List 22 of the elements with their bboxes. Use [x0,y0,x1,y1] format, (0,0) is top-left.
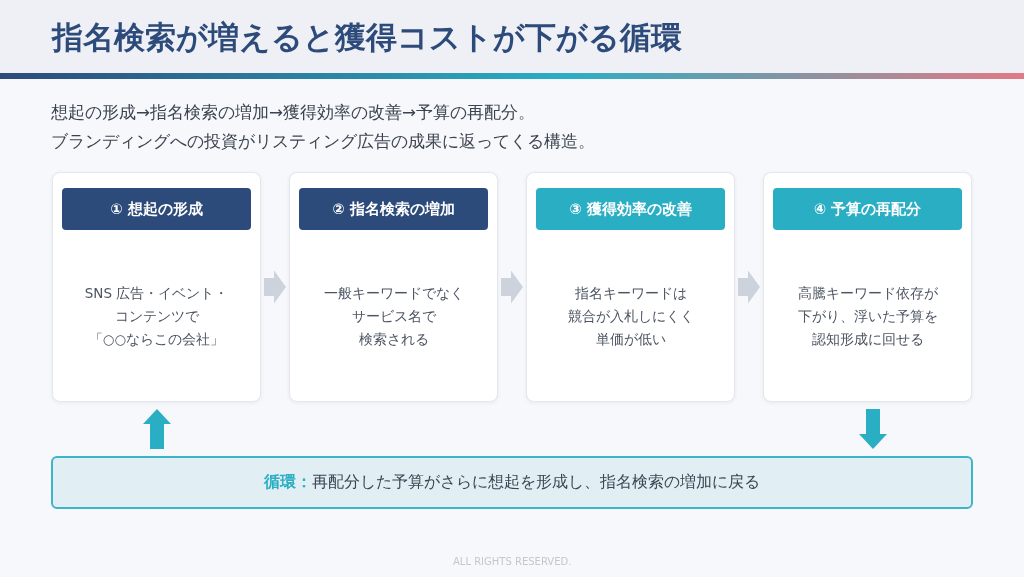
arrow [143,409,171,449]
cycle-note: 循環：再配分した予算がさらに想起を形成し、指名検索の増加に戻る [264,472,760,493]
step-description: SNS 広告・イベント・コンテンツで「○○ならこの会社」 [84,283,229,349]
intro-text: 想起の形成→指名検索の増加→獲得効率の改善→予算の再配分。 [51,101,536,124]
step-title-bar: ① 想起の形成 [62,188,251,230]
step-card [526,172,735,402]
page-title: 指名検索が増えると獲得コストが下がる循環 [52,19,682,57]
intro-text: ブランディングへの投資がリスティング広告の成果に返ってくる構造。 [51,130,595,153]
arrow [501,270,523,304]
arrow [859,409,887,449]
step-title-bar: ④ 予算の再配分 [773,188,962,230]
arrow [738,270,760,304]
step-title-bar: ③ 獲得効率の改善 [536,188,725,230]
step-description: 一般キーワードでなくサービス名で検索される [323,283,464,349]
step-title-bar: ② 指名検索の増加 [299,188,488,230]
step-description: 指名キーワードは競合が入札しにくく単価が低い [567,283,694,349]
step-card [52,172,261,402]
step-description: 高騰キーワード依存が下がり、浮いた予算を認知形成に回せる [797,283,938,349]
arrow [264,270,286,304]
step-card [289,172,498,402]
step-card [763,172,972,402]
callout-panel [51,456,973,509]
